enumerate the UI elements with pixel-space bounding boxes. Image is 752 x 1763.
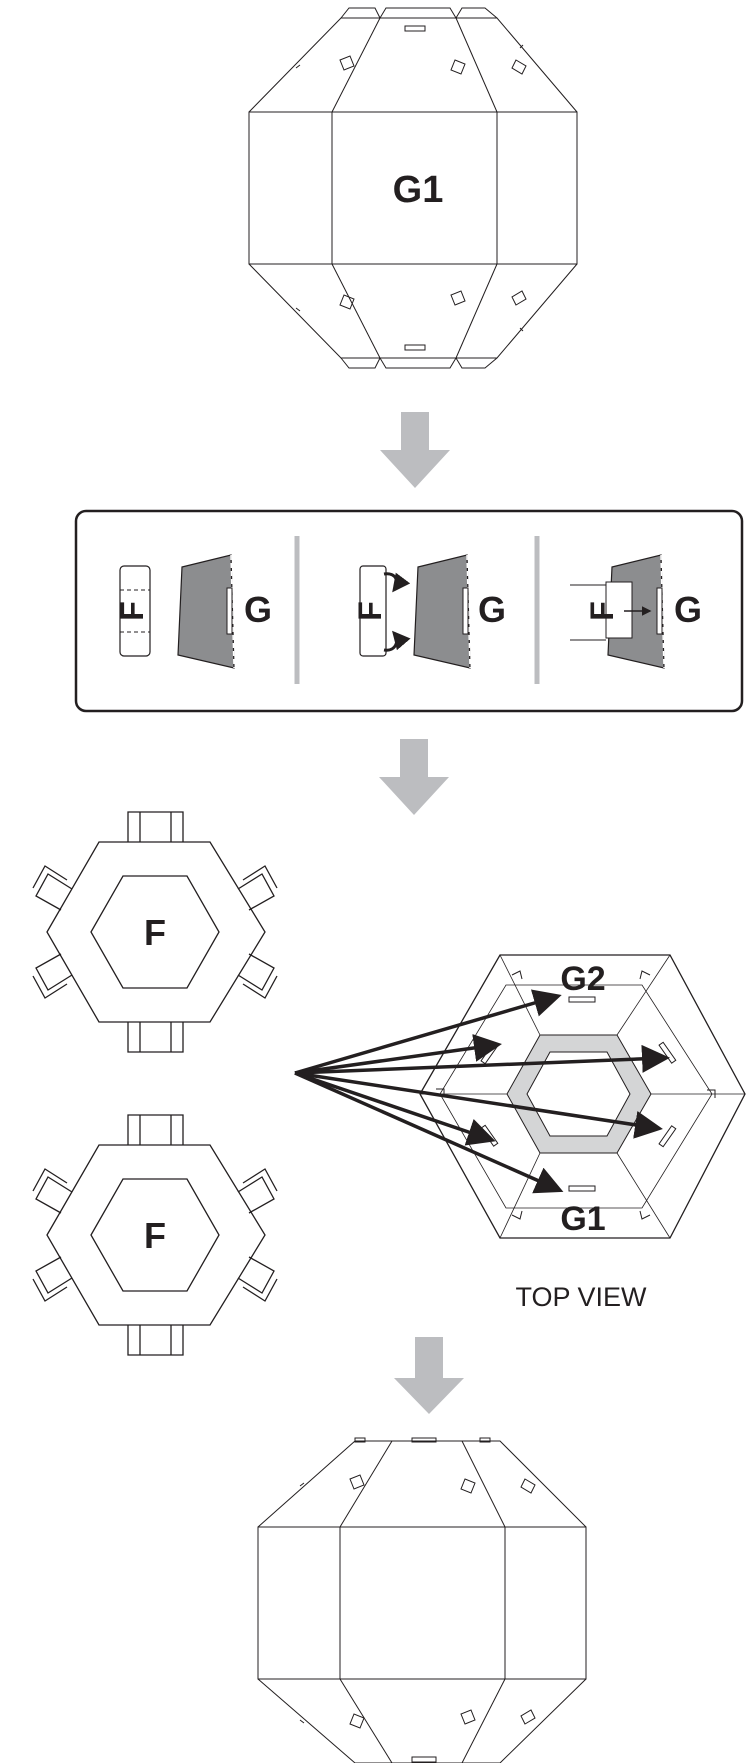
part-f-bottom <box>32 1114 278 1356</box>
detail-box <box>74 509 744 713</box>
detail-3-g-label: G <box>674 589 702 630</box>
part-f-top-label: F <box>144 912 166 953</box>
detail-step-1 <box>119 554 235 669</box>
down-arrow-1 <box>380 412 450 488</box>
top-view-caption: TOP VIEW <box>515 1282 647 1312</box>
detail-2-g-label: G <box>478 589 506 630</box>
part-f-top <box>32 811 278 1053</box>
panel-g1-label: G1 <box>393 169 444 211</box>
detail-2-f-label: F <box>352 601 388 621</box>
insertion-arrows <box>294 989 670 1194</box>
part-f-bottom-label: F <box>144 1215 166 1256</box>
detail-step-3 <box>570 554 665 669</box>
top-view-g2-label: G2 <box>560 960 605 998</box>
top-view-g1-label: G1 <box>560 1200 605 1238</box>
detail-1-g-label: G <box>244 589 272 630</box>
assembled-lampshade <box>257 1437 587 1763</box>
detail-1-f-label: F <box>114 601 150 621</box>
detail-step-2 <box>359 554 471 669</box>
down-arrow-3 <box>394 1337 464 1414</box>
down-arrow-2 <box>379 739 449 815</box>
detail-3-f-label: F <box>584 601 620 621</box>
panel-g1-flat <box>248 7 578 369</box>
